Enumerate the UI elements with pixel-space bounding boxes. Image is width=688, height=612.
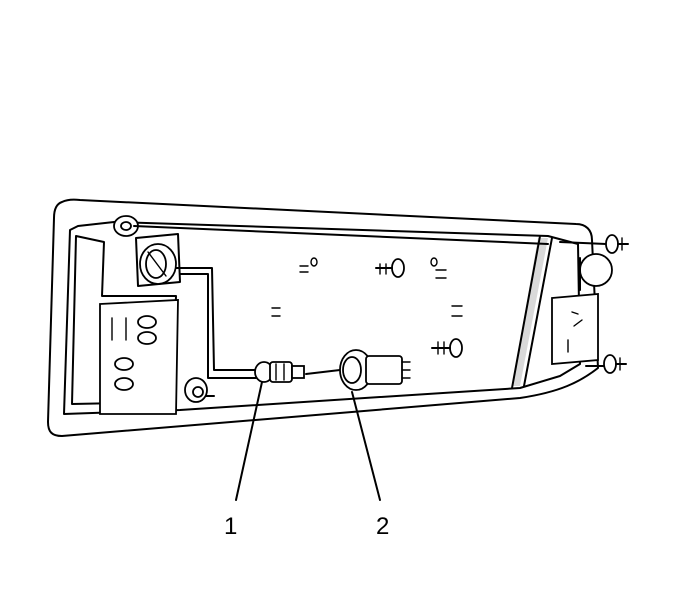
mounting-stud-top-left — [113, 215, 549, 245]
upper-socket — [135, 233, 181, 287]
leader-line-2 — [351, 391, 381, 501]
leader-lines — [235, 381, 381, 501]
mounting-stud-bottom-left — [184, 377, 215, 403]
leader-line-1 — [235, 381, 263, 501]
wire-harness — [175, 267, 341, 379]
panel-slots — [271, 257, 463, 317]
large-bulb-socket — [339, 349, 411, 391]
right-bracket — [551, 253, 613, 365]
callout-label-2: 2 — [376, 513, 389, 540]
panel-studs — [375, 258, 463, 358]
callout-label-1: 1 — [224, 513, 237, 540]
small-bulb-socket — [254, 361, 305, 383]
left-bracket — [71, 235, 179, 415]
mounting-stud-bottom-right — [585, 354, 627, 374]
mounting-stud-top-right — [559, 234, 629, 254]
